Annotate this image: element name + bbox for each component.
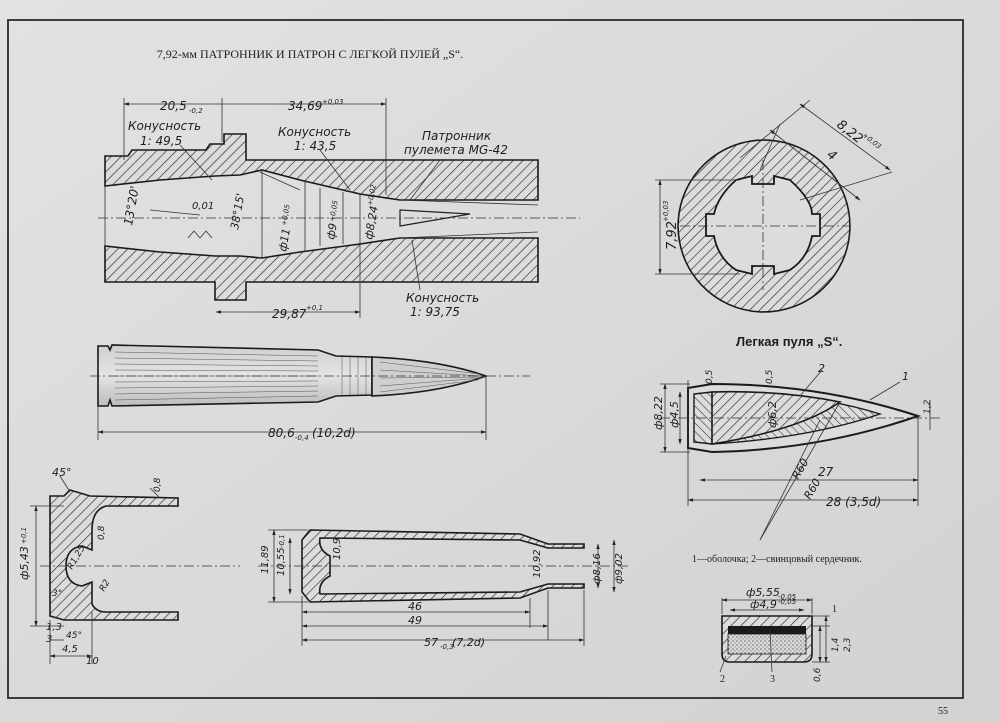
head-dim-3: 3 xyxy=(46,634,52,645)
dim-38-15: 38°15' xyxy=(228,192,247,230)
case-len-49: 49 xyxy=(408,614,422,627)
dim-d11-tol: +0,05 xyxy=(280,203,292,226)
primer-h0-6: 0,6 xyxy=(813,667,823,682)
cartridge-length: 80,6 xyxy=(268,426,295,440)
dim-34-69-tol: +0,03 xyxy=(322,98,343,106)
case-len-46: 46 xyxy=(408,600,422,613)
bullet-tip-1-2: 1,2 xyxy=(923,399,933,414)
bullet-label-1: 1 xyxy=(902,370,909,383)
bore-cross-section xyxy=(655,99,893,313)
primer-h2-3: 2,3 xyxy=(843,637,853,652)
taper-left-label: Конусность xyxy=(128,119,201,133)
primer-label-1: 1 xyxy=(832,604,837,615)
taper-left-value: 1: 49,5 xyxy=(140,134,182,148)
primer-section-drawing xyxy=(719,598,830,673)
case-d9-02: ф9,02 xyxy=(614,553,625,584)
bullet-section-drawing xyxy=(660,369,940,541)
bullet-t0-5b: 0,5 xyxy=(765,369,775,384)
head-t0-8: 0,8 xyxy=(153,477,163,492)
chamber-name-line2: пулемета MG-42 xyxy=(404,143,508,157)
case-d8-16: ф8,16 xyxy=(592,553,603,584)
primer-label-2: 2 xyxy=(720,674,725,685)
head-angle-45b: 45° xyxy=(66,631,82,641)
bullet-d6-2: ф6,2 xyxy=(766,401,779,428)
case-len-57: 57 xyxy=(424,636,438,649)
page-number: 55 xyxy=(938,706,948,717)
head-angle-45: 45° xyxy=(52,466,72,479)
head-d5-43: ф5,43 xyxy=(18,546,31,580)
primer-label-3: 3 xyxy=(770,674,775,685)
dim-d11: ф11 xyxy=(276,227,293,252)
dim-29-87-tol: +0,1 xyxy=(306,304,323,312)
bore-d7-92-tol: +0,03 xyxy=(662,201,670,222)
bullet-legend: 1—оболочка; 2—свинцовый сердечник. xyxy=(692,554,862,565)
bullet-d8-22: ф8,22 xyxy=(652,396,665,430)
cartridge-length-note: (10,2d) xyxy=(312,426,356,440)
chamber-name-line1: Патронник xyxy=(422,129,492,143)
dim-d9: ф9 xyxy=(324,222,340,240)
head-deg-3: 3° xyxy=(52,589,62,599)
page-border xyxy=(7,19,964,699)
dim-d8-24-tol: +0,02 xyxy=(366,183,378,206)
case-d10-9: 10,9 xyxy=(332,538,343,560)
cartridge-side-view xyxy=(90,344,530,440)
cartridge-length-tol: -0,4 xyxy=(295,434,309,442)
taper-mid-value: 1: 43,5 xyxy=(294,139,336,153)
bullet-len-27: 27 xyxy=(818,465,834,479)
case-d10-92: 10,92 xyxy=(532,549,543,578)
bullet-len-28: 28 (3,5d) xyxy=(826,495,881,509)
bullet-title: Легкая пуля „S“. xyxy=(736,334,842,349)
dim-29-87: 29,87 xyxy=(272,307,307,321)
dim-d8-24: ф8,24 xyxy=(362,205,381,241)
head-dim-4-5: 4,5 xyxy=(62,644,78,655)
bullet-t0-5a: 0,5 xyxy=(705,369,715,384)
taper-mid-label: Конусность xyxy=(278,125,351,139)
primer-h1-4: 1,4 xyxy=(831,637,841,652)
case-d11-89: 11,89 xyxy=(260,545,271,574)
bullet-d4-5: ф4,5 xyxy=(668,401,681,428)
case-d10-55-tol: -0,1 xyxy=(278,534,286,548)
head-d5-43-tol: +0,1 xyxy=(20,527,28,544)
primer-d5-55-tol: -0,05 xyxy=(778,593,797,601)
primer-d5-55: ф5,55 xyxy=(746,586,780,599)
chamber-section-drawing xyxy=(98,98,580,318)
primer-d4-9: ф4,9 xyxy=(750,598,777,611)
dim-d9-tol: +0,05 xyxy=(328,199,340,222)
dim-20-5-tol: -0,2 xyxy=(189,107,203,115)
taper-bottom-label: Конусность xyxy=(406,291,479,305)
taper-bottom-value: 1: 93,75 xyxy=(410,305,460,319)
bore-d7-92: 7,92 xyxy=(665,221,680,250)
case-len-57-tol: -0,3 xyxy=(440,643,454,651)
dim-20-5: 20,5 xyxy=(160,99,187,113)
dim-34-69: 34,69 xyxy=(288,99,322,113)
case-len-57-note: (7,2d) xyxy=(452,636,485,649)
bullet-label-2: 2 xyxy=(818,362,825,375)
primer-d4-9-tol: -0,05 xyxy=(778,598,797,606)
head-t0-8b: 0,8 xyxy=(97,525,107,540)
case-d10-55: 10,55 xyxy=(276,547,287,576)
page-title: 7,92-мм ПАТРОННИК И ПАТРОН С ЛЕГКОЙ ПУЛЕ… xyxy=(157,47,463,61)
head-dim-10: 10 xyxy=(86,656,99,667)
head-dim-1-3: 1,3 xyxy=(46,622,62,633)
tol-0-01: 0,01 xyxy=(192,201,214,212)
case-head-detail xyxy=(30,475,240,664)
case-section-drawing xyxy=(258,529,630,646)
angle-13-20: 13°20' xyxy=(121,185,142,227)
